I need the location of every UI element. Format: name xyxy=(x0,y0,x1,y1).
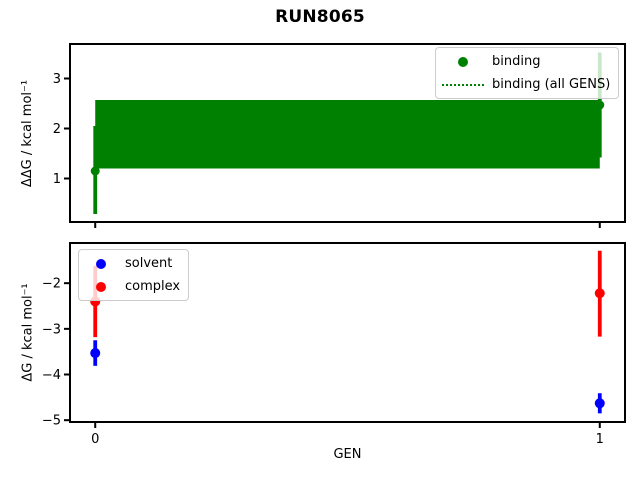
uncertainty-band xyxy=(95,100,600,169)
data-point-binding xyxy=(90,166,100,176)
y-tick-label: 3 xyxy=(53,72,61,87)
legend-binding: binding binding (all GENS) xyxy=(435,47,620,99)
y-tick-label: −3 xyxy=(42,322,61,337)
legend-item-binding-all-gens: binding (all GENS) xyxy=(441,73,610,96)
legend-item-complex: complex xyxy=(84,275,180,298)
x-tick-label: 0 xyxy=(91,432,99,447)
y-tick-label: 1 xyxy=(53,172,61,187)
solvent-dot-icon xyxy=(84,258,118,269)
legend-label: binding (all GENS) xyxy=(492,77,611,92)
bottom-y-axis-label-text: ΔG / kcal mol⁻¹ xyxy=(20,283,36,382)
y-tick-label: 2 xyxy=(53,122,61,137)
legend-label: binding xyxy=(492,54,541,69)
axes-spines xyxy=(69,242,626,423)
y-tick-label: −5 xyxy=(42,414,61,429)
complex-dot-icon xyxy=(84,281,118,292)
legend-item-binding: binding xyxy=(441,50,610,73)
x-tick-label: 1 xyxy=(596,432,604,447)
legend-label: complex xyxy=(125,279,181,294)
data-point-binding xyxy=(595,100,605,110)
top-y-axis-label: ΔΔG / kcal mol⁻¹ xyxy=(15,44,41,222)
binding-dot-icon xyxy=(441,56,485,67)
figure-title: RUN8065 xyxy=(275,7,365,27)
y-tick-label: −2 xyxy=(42,277,61,292)
data-point-complex xyxy=(594,288,605,299)
legend-item-solvent: solvent xyxy=(84,252,180,275)
bottom-y-axis-label: ΔG / kcal mol⁻¹ xyxy=(15,243,41,422)
data-point-solvent xyxy=(594,398,605,409)
axes-spines xyxy=(69,43,626,223)
dotted-line-icon xyxy=(441,83,485,86)
y-tick-label: −4 xyxy=(42,368,61,383)
legend-free-energy: solvent complex xyxy=(78,249,190,301)
x-axis-label: GEN xyxy=(333,447,362,462)
data-point-solvent xyxy=(90,348,101,359)
top-y-axis-label-text: ΔΔG / kcal mol⁻¹ xyxy=(20,79,36,187)
legend-label: solvent xyxy=(125,256,173,271)
